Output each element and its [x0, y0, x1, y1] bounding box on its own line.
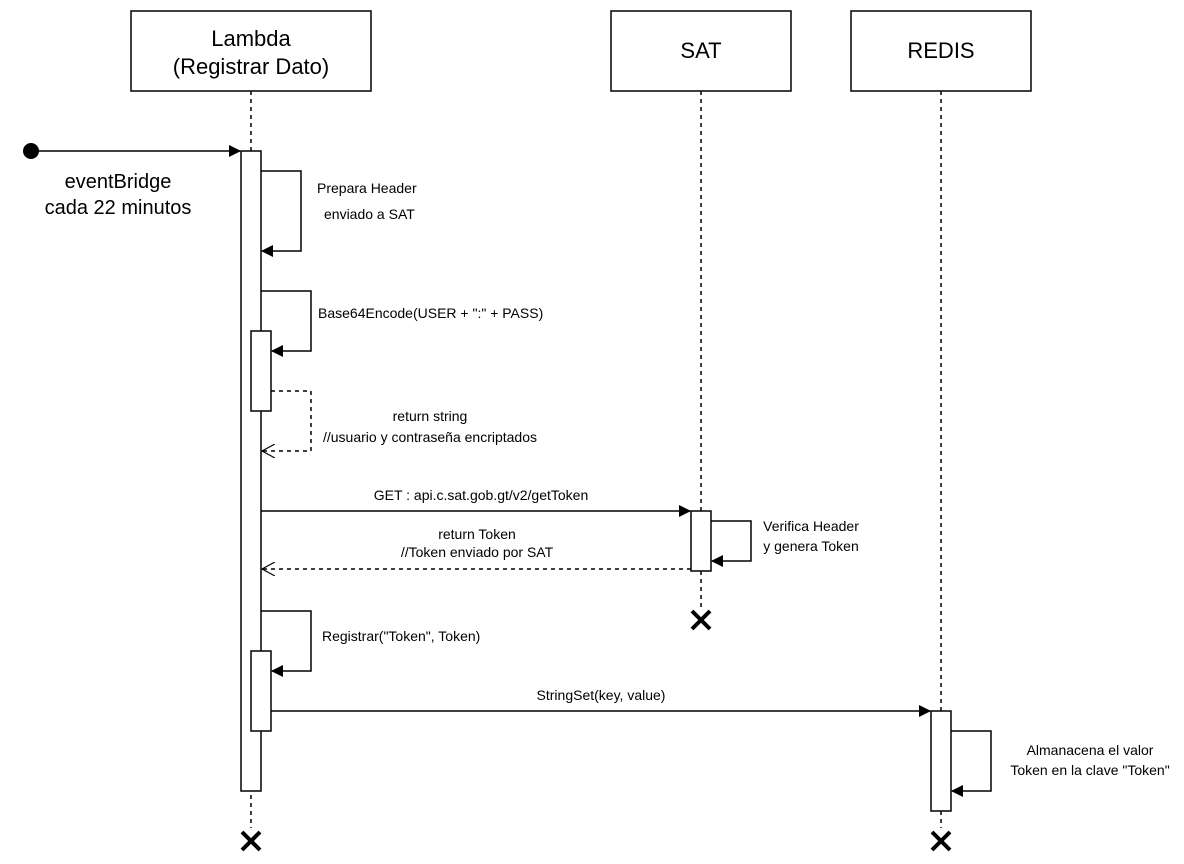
msg-base64-encode: Base64Encode(USER + ":" + PASS) — [261, 290, 543, 357]
registrar-label: Registrar("Token", Token) — [322, 628, 480, 644]
store-label-2: Token en la clave "Token" — [1010, 762, 1169, 778]
participant-sat: SAT — [610, 10, 792, 92]
eventbridge-trigger: eventBridge cada 22 minutos — [23, 143, 241, 219]
return-token-label-1: return Token — [438, 526, 516, 542]
lambda-subtitle: (Registrar Dato) — [173, 54, 329, 79]
lambda-nested-activation-2 — [250, 650, 272, 732]
msg-store-token: Almanacena el valor Token en la clave "T… — [951, 730, 1170, 797]
msg-get-token: GET : api.c.sat.gob.gt/v2/getToken — [261, 487, 691, 517]
get-token-label: GET : api.c.sat.gob.gt/v2/getToken — [374, 487, 589, 503]
participant-lambda: Lambda (Registrar Dato) — [130, 10, 372, 92]
verify-label-1: Verifica Header — [763, 518, 859, 534]
verify-label-2: y genera Token — [763, 538, 858, 554]
sat-destroy-marker — [690, 609, 712, 631]
redis-destroy-marker — [930, 830, 952, 852]
msg-registrar: Registrar("Token", Token) — [261, 610, 480, 677]
store-label-1: Almanacena el valor — [1027, 742, 1154, 758]
return-token-label-2: //Token enviado por SAT — [401, 544, 554, 560]
sat-activation — [690, 510, 712, 572]
stringset-label: StringSet(key, value) — [537, 687, 666, 703]
return-string-label-2: //usuario y contraseña encriptados — [323, 429, 537, 445]
trigger-label-1: eventBridge — [65, 171, 172, 193]
trigger-label-2: cada 22 minutos — [45, 197, 192, 219]
return-string-label-1: return string — [393, 408, 468, 424]
redis-title: REDIS — [907, 38, 974, 63]
msg-verify-header: Verifica Header y genera Token — [711, 518, 859, 567]
msg-return-string: return string //usuario y contraseña enc… — [262, 390, 537, 451]
prepare-header-label-1: Prepara Header — [317, 180, 417, 196]
lambda-title: Lambda — [211, 26, 291, 51]
participant-redis: REDIS — [850, 10, 1032, 92]
redis-activation — [930, 710, 952, 812]
lambda-nested-activation-1 — [250, 330, 272, 412]
msg-prepare-header: Prepara Header enviado a SAT — [261, 170, 417, 257]
lambda-activation — [240, 150, 262, 792]
base64-label: Base64Encode(USER + ":" + PASS) — [318, 305, 543, 321]
sat-title: SAT — [680, 38, 721, 63]
msg-stringset: StringSet(key, value) — [271, 687, 931, 717]
lambda-destroy-marker — [240, 830, 262, 852]
prepare-header-label-2: enviado a SAT — [324, 206, 415, 222]
msg-return-token: return Token //Token enviado por SAT — [262, 526, 691, 569]
